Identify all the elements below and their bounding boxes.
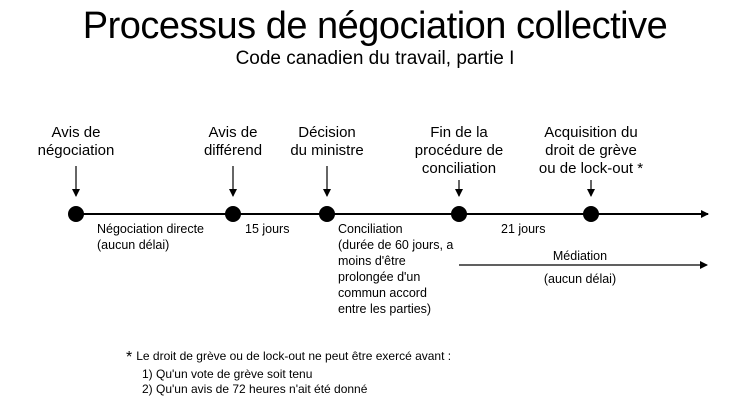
event-label-decision-ministre: Décision du ministre	[290, 124, 364, 159]
phase-quinze-jours: 15 jours	[245, 222, 290, 236]
footnote-marker: *	[126, 349, 133, 366]
phase-mediation: Médiation	[552, 249, 608, 263]
event-dot-avis-differend	[225, 206, 241, 222]
event-dot-fin-conciliation	[451, 206, 467, 222]
event-dot-acquisition-droit	[583, 206, 599, 222]
phase-negociation-directe: Négociation directe (aucun délai)	[97, 222, 205, 252]
event-label-fin-conciliation: Fin de la procédure de conciliation	[414, 124, 504, 177]
diagram-subtitle: Code canadien du travail, partie I	[235, 48, 515, 69]
event-label-avis-differend: Avis de différend	[203, 124, 263, 159]
footnote-intro-text: Le droit de grève ou de lock-out ne peut…	[136, 349, 452, 363]
diagram-title: Processus de négociation collective	[82, 5, 668, 47]
event-label-acquisition-droit: Acquisition du droit de grève ou de lock…	[538, 124, 644, 177]
footnote-item-1: 1) Qu'un vote de grève soit tenu	[142, 367, 313, 381]
event-pointers	[72, 166, 595, 197]
event-dot-avis-negociation	[68, 206, 84, 222]
event-label-avis-negociation: Avis de négociation	[37, 124, 115, 159]
phase-mediation-delai: (aucun délai)	[543, 272, 617, 286]
phase-conciliation: Conciliation (durée de 60 jours, a moins…	[338, 222, 454, 316]
footnote-intro: *Le droit de grève ou de lock-out ne peu…	[126, 348, 452, 366]
phase-vingt-et-un-jours: 21 jours	[501, 222, 546, 236]
footnote-item-2: 2) Qu'un avis de 72 heures n'ait été don…	[142, 382, 368, 396]
event-dot-decision-ministre	[319, 206, 335, 222]
